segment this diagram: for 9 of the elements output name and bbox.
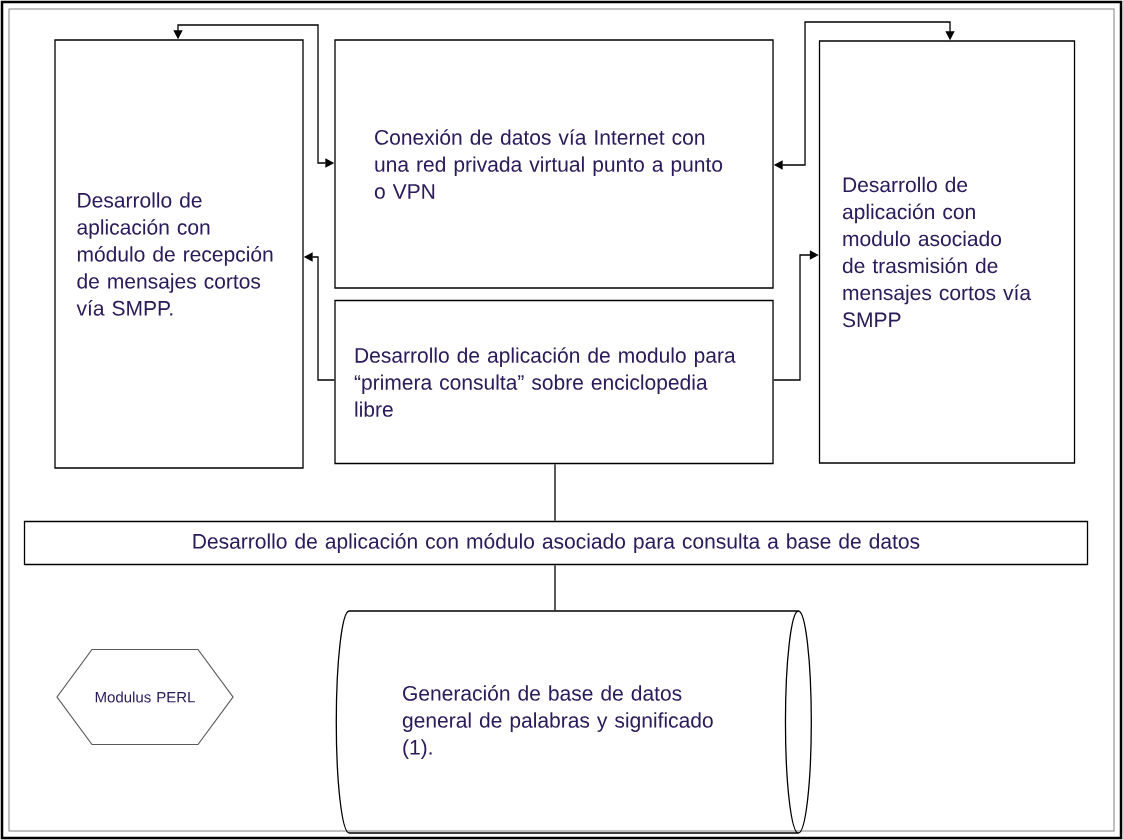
process-box: Desarrollo de aplicación con módulo asociado para consulta a base de datos: [23, 520, 1089, 566]
arrow: [773, 250, 819, 381]
process-box: Desarrollo de aplicación con módulo de recepción de mensajes cortos vía SMPP.: [54, 39, 304, 469]
process-box: Desarrollo de aplicación de modulo para “primera consulta” sobre enciclopedia libre: [334, 299, 774, 465]
database-cylinder: Generación de base de datos general de palabras y significado (1).: [335, 610, 812, 834]
process-box: Conexión de datos vía Internet con una red privada virtual punto a punto o VPN: [334, 39, 774, 289]
connector-line: [554, 463, 556, 522]
process-box: Desarrollo de aplicación con modulo asociado de trasmisión de mensajes cortos vía SMPP: [818, 40, 1076, 464]
connector-line: [554, 564, 556, 611]
